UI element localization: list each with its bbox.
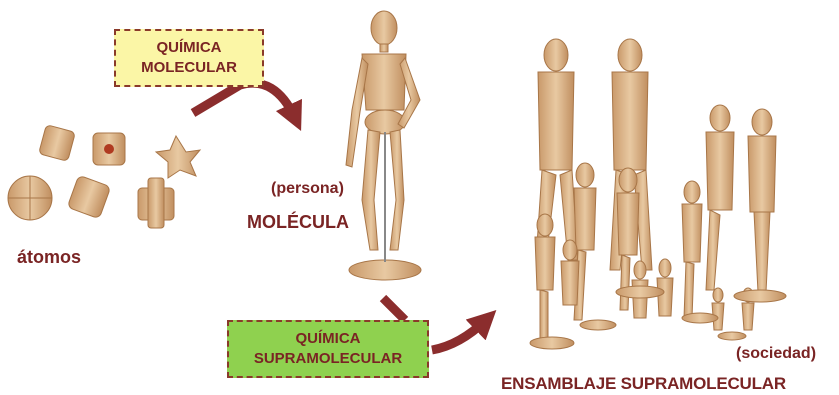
molecule-label: MOLÉCULA (247, 212, 349, 233)
assembly-label: ENSAMBLAJE SUPRAMOLECULAR (501, 374, 786, 394)
box-supramolecular-line2: SUPRAMOLECULAR (229, 349, 427, 369)
person-label: (persona) (271, 180, 344, 198)
box-molecular-line2: MOLECULAR (116, 58, 262, 78)
mannequin-group-image (530, 39, 786, 349)
arrow-to-molecule (193, 83, 295, 118)
box-molecular-line1: QUÍMICA (116, 38, 262, 58)
society-label: (sociedad) (736, 345, 816, 363)
quimica-molecular-box: QUÍMICA MOLECULAR (114, 29, 264, 87)
box-supramolecular-line1: QUÍMICA (229, 329, 427, 349)
wooden-mannequin-image (346, 11, 421, 280)
quimica-supramolecular-box: QUÍMICA SUPRAMOLECULAR (227, 320, 429, 378)
atoms-label: átomos (17, 247, 81, 268)
wooden-puzzle-atoms-image (8, 125, 200, 228)
